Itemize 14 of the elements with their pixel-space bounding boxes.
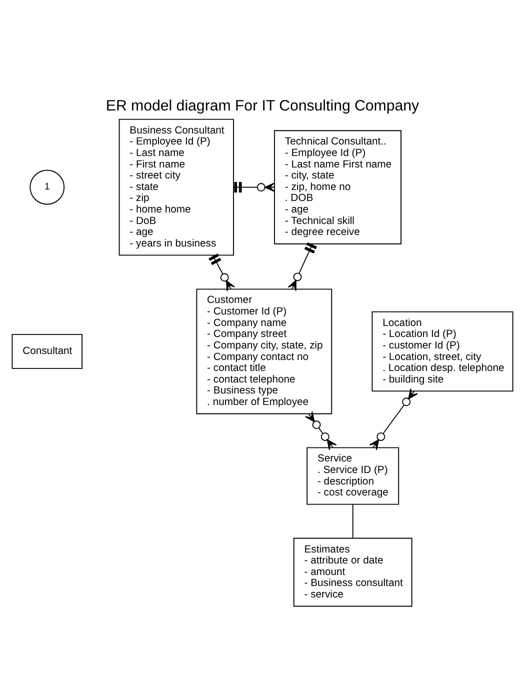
node-box: Consultant	[12, 333, 82, 368]
connector	[369, 388, 418, 450]
node-box: Business Consultant - Employee Id (P) - Last name - First name - street city - state - zip - home home - DoB - age - years in business	[118, 118, 234, 256]
connector	[288, 242, 317, 291]
node-box: Customer - Customer Id (P) - Company name - Company street - Company city, state, zip - Company contact no - contact title - contact telephone - Business type . number of Employee	[196, 288, 332, 414]
node-box: Estimates - attribute or date - amount - Business consultant - service	[293, 537, 412, 606]
connector	[208, 253, 236, 291]
node-box: Location - Location Id (P) - customer Id (P) - Location, street, city . Location desp. telephone - building site	[372, 310, 514, 392]
node-box: Technical Consultant.. - Employee Id (P) - Last name First name - city, state - zip, home no . DOB - age - Technical skill - degree receive	[274, 130, 402, 244]
connector	[304, 410, 337, 450]
node-box: Service . Service ID (P) - description - cost coverage	[306, 446, 400, 504]
connector	[352, 504, 354, 538]
label: 1	[44, 180, 50, 192]
diagram-title: ER model diagram For IT Consulting Company	[106, 97, 420, 114]
